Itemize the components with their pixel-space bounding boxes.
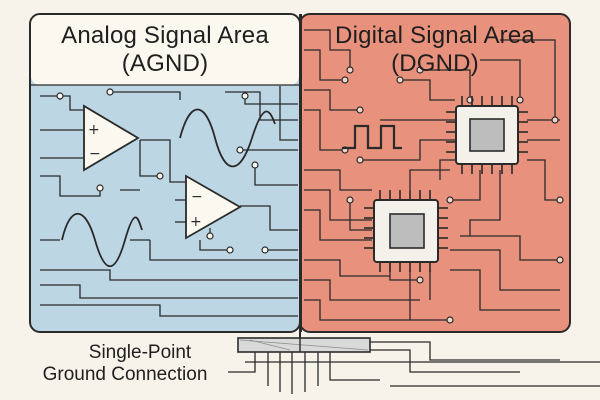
ic-chip-icon: [364, 190, 448, 272]
analog-subtitle: (AGND): [121, 50, 209, 77]
analog-title: Analog Signal Area: [61, 22, 269, 49]
ground-connection: [228, 330, 600, 394]
digital-vias: [341, 66, 564, 324]
svg-text:+: +: [88, 122, 100, 138]
digital-subtitle: (DGND): [391, 50, 479, 77]
svg-text:−: −: [89, 146, 101, 162]
digital-region: [299, 13, 571, 333]
analog-region: + − − +: [29, 13, 301, 333]
svg-text:+: +: [190, 214, 202, 230]
analog-header: [31, 15, 299, 85]
svg-text:−: −: [191, 189, 203, 205]
ic-chip-icon: [446, 96, 528, 174]
analog-vias: [56, 88, 269, 254]
sine-wave-icon: [61, 108, 276, 268]
op-amp-icon: − +: [185, 174, 242, 240]
square-wave-icon: [342, 124, 402, 150]
op-amp-icon: + −: [83, 104, 140, 172]
digital-traces: [304, 29, 560, 321]
connection-label-line1: Single-Point: [88, 342, 192, 363]
digital-title: Digital Signal Area: [335, 22, 535, 49]
connection-label-line2: Ground Connection: [42, 364, 208, 385]
